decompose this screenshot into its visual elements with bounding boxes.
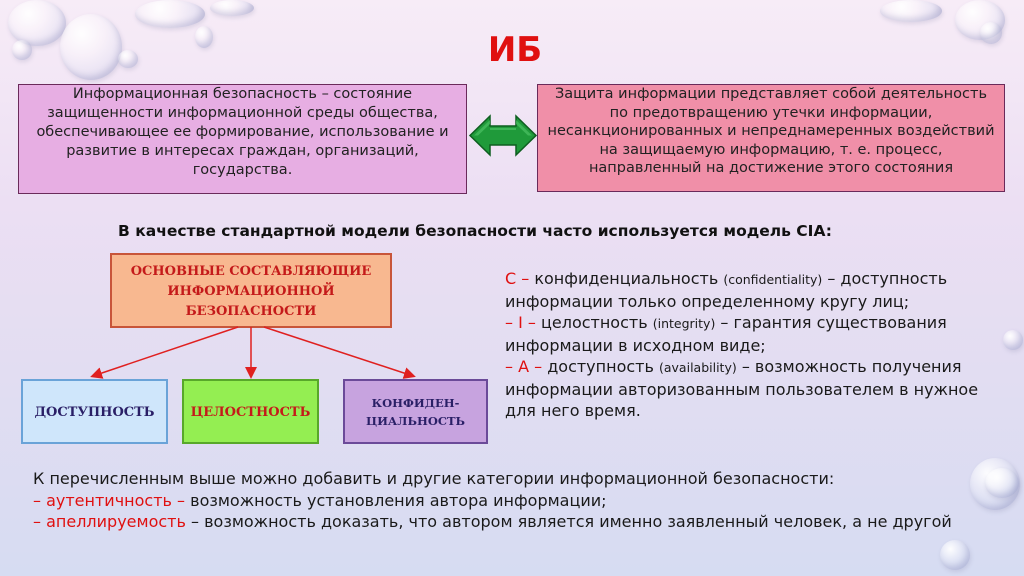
- water-drop: [12, 40, 32, 60]
- cia-term: конфиденциальность: [529, 269, 724, 288]
- double-arrow-shape: [468, 114, 538, 157]
- cia-english: (availability): [659, 360, 737, 375]
- double-arrow-highlight: [474, 120, 532, 136]
- confidentiality-label-line-1: КОНФИДЕН-: [372, 396, 460, 410]
- availability-box: [21, 379, 168, 444]
- water-drop: [8, 0, 66, 46]
- confidentiality-label-line-2: ЦИАЛЬНОСТЬ: [366, 414, 465, 428]
- page-title: ИБ: [487, 30, 543, 70]
- cia-english: (confidentiality): [723, 272, 823, 287]
- water-drop: [985, 468, 1019, 498]
- water-drop: [118, 50, 138, 68]
- information-protection-definition: Защита информации представляет собой дея…: [537, 84, 1005, 192]
- arrow-to-confidentiality: [263, 326, 416, 379]
- cia-definitions: С – конфиденциальность (confidentiality)…: [505, 268, 1005, 422]
- diagram-main-line-2: ИНФОРМАЦИОННОЙ: [167, 282, 334, 299]
- water-drop: [980, 22, 1002, 44]
- cia-desc: – гарантия существования информации в ис…: [505, 313, 947, 355]
- cia-prefix: – А –: [505, 357, 543, 376]
- security-components-diagram: ОСНОВНЫЕ СОСТАВЛЯЮЩИЕ ИНФОРМАЦИОННОЙ БЕЗ…: [21, 253, 488, 444]
- water-drop: [60, 14, 122, 80]
- diagram-main-line-1: ОСНОВНЫЕ СОСТАВЛЯЮЩИЕ: [131, 264, 372, 279]
- water-drop: [940, 540, 970, 570]
- cia-desc: – возможность получения информации автор…: [505, 357, 979, 420]
- information-security-definition: Информационная безопасность – состояние …: [18, 84, 467, 194]
- water-drop: [1003, 330, 1023, 350]
- category-desc: возможность установления автора информац…: [185, 490, 607, 510]
- cia-item-integrity: – I – целостность (integrity) – гарантия…: [505, 312, 1005, 356]
- double-arrow-icon: [468, 114, 538, 157]
- category-desc: – возможность доказать, что автором явля…: [185, 512, 952, 531]
- availability-label: ДОСТУПНОСТЬ: [34, 405, 154, 420]
- cia-desc: – доступность информации только определе…: [505, 269, 948, 311]
- cia-term: целостность: [535, 313, 653, 332]
- arrow-to-availability: [90, 326, 239, 379]
- cia-prefix: С –: [505, 269, 530, 288]
- cia-item-availability: – А – доступность (availability) – возмо…: [505, 356, 1005, 422]
- category-term: – апеллируемость: [33, 512, 186, 531]
- water-drop: [210, 0, 254, 16]
- integrity-box: [182, 379, 319, 444]
- cia-english: (integrity): [652, 316, 716, 331]
- water-drop: [195, 26, 213, 48]
- category-authenticity: – аутентичность – возможность установлен…: [33, 490, 1008, 512]
- diagram-main-line-3: БЕЗОПАСНОСТИ: [186, 304, 317, 319]
- integrity-label: ЦЕЛОСТНОСТЬ: [191, 405, 311, 420]
- cia-model-intro: В качестве стандартной модели безопаснос…: [118, 222, 832, 240]
- cia-item-confidentiality: С – конфиденциальность (confidentiality)…: [505, 268, 1005, 312]
- cia-prefix: – I –: [505, 313, 536, 332]
- cia-term: доступность: [542, 357, 659, 376]
- water-drop: [135, 0, 205, 28]
- confidentiality-box: [343, 379, 488, 444]
- category-term: – аутентичность –: [33, 490, 186, 510]
- additional-categories: К перечисленным выше можно добавить и др…: [33, 468, 1008, 533]
- water-drop: [880, 0, 942, 22]
- additional-categories-intro: К перечисленным выше можно добавить и др…: [33, 469, 835, 488]
- category-non-repudiation: – апеллируемость – возможность доказать,…: [33, 511, 1008, 533]
